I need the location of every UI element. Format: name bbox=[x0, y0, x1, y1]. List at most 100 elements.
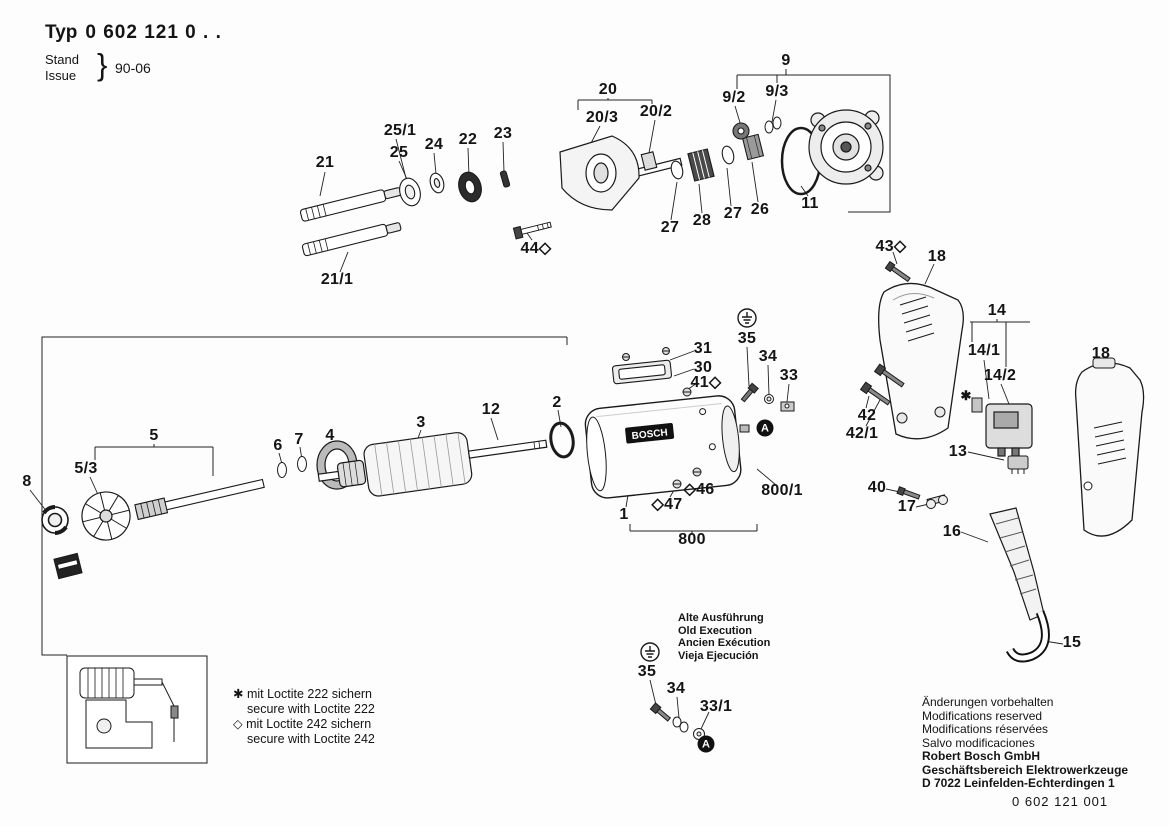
old-execution-line: Vieja Ejecución bbox=[678, 649, 759, 662]
part-label-12: 12 bbox=[481, 401, 501, 418]
part-bearing-8 bbox=[41, 504, 69, 536]
stand-issue-block: Stand Issue bbox=[45, 52, 79, 84]
part-label-800: 800 bbox=[678, 531, 706, 548]
part-label-20-2: 20/2 bbox=[639, 103, 673, 120]
part-gear-28 bbox=[687, 148, 715, 182]
part-switch-14-2 bbox=[985, 403, 1033, 457]
part-label-21-1: 21/1 bbox=[320, 271, 354, 288]
loctite-star-marker: ✱ bbox=[960, 388, 972, 403]
circled-a-marker-2: A bbox=[697, 735, 715, 753]
part-washer-27a bbox=[670, 160, 684, 180]
part-screw-46 bbox=[692, 467, 702, 477]
type-number: 0 602 121 0 . . bbox=[85, 22, 222, 43]
legal-block: Änderungen vorbehalten Modifications res… bbox=[922, 695, 1129, 791]
part-washer-6 bbox=[277, 462, 287, 478]
part-spindle-21 bbox=[299, 187, 402, 222]
part-label-27b: 27 bbox=[723, 205, 743, 222]
part-bearing-flange-9 bbox=[808, 109, 884, 185]
part-label-3: 3 bbox=[416, 414, 426, 431]
part-screw-41 bbox=[682, 387, 692, 397]
part-plate-below-8 bbox=[53, 552, 83, 580]
part-terminal-a bbox=[739, 424, 750, 433]
part-label-47: ◇47 bbox=[651, 496, 683, 513]
part-screw-42-1 bbox=[873, 363, 905, 388]
part-spindle-21-1 bbox=[301, 222, 402, 257]
part-grommet-16 bbox=[989, 507, 1045, 621]
part-pin-23 bbox=[499, 170, 511, 188]
part-housing-shell-18b bbox=[1074, 357, 1145, 537]
bracket-lines bbox=[41, 69, 1030, 656]
circled-a-marker-1: A bbox=[756, 419, 774, 437]
inset-diagram bbox=[66, 655, 208, 764]
part-motor-housing-1: BOSCH bbox=[584, 395, 742, 499]
part-washer-7 bbox=[297, 456, 307, 472]
part-label-23: 23 bbox=[493, 125, 513, 142]
part-label-5-3: 5/3 bbox=[74, 460, 98, 477]
part-label-42-1: 42/1 bbox=[845, 425, 879, 442]
part-label-4: 4 bbox=[325, 427, 335, 444]
part-bearing-22 bbox=[458, 171, 482, 203]
part-label-41: 41◇ bbox=[690, 374, 722, 391]
part-screw-35b bbox=[649, 702, 672, 722]
part-slider-14-1 bbox=[971, 397, 983, 413]
part-label-20-3: 20/3 bbox=[585, 109, 619, 126]
part-label-7: 7 bbox=[294, 431, 304, 448]
part-connector-13 bbox=[1007, 455, 1029, 474]
part-label-31: 31 bbox=[693, 340, 713, 357]
part-label-33-1: 33/1 bbox=[699, 698, 733, 715]
part-label-26: 26 bbox=[750, 201, 770, 218]
part-label-14-2: 14/2 bbox=[983, 367, 1017, 384]
old-execution-line: Ancien Exécution bbox=[678, 637, 771, 649]
part-label-13: 13 bbox=[948, 443, 968, 460]
old-execution-note: Alte Ausführung Old Execution Ancien Exé… bbox=[678, 612, 770, 662]
modifications-line: Änderungen vorbehalten bbox=[922, 695, 1054, 709]
part-label-16: 16 bbox=[942, 523, 962, 540]
part-label-9-2: 9/2 bbox=[722, 89, 746, 106]
part-gear-9-2 bbox=[732, 122, 750, 140]
part-label-35a: 35 bbox=[737, 330, 757, 347]
loctite-legend: ✱ mit Loctite 222 sichern secure with Lo… bbox=[233, 687, 375, 747]
modifications-line: Modifications reserved bbox=[922, 708, 1043, 723]
loctite-222-line-en: secure with Loctite 222 bbox=[247, 702, 375, 716]
part-label-20: 20 bbox=[598, 81, 618, 98]
part-label-25: 25 bbox=[389, 144, 409, 161]
part-label-25-1: 25/1 bbox=[383, 122, 417, 139]
part-label-24: 24 bbox=[424, 136, 444, 153]
part-label-5: 5 bbox=[149, 427, 159, 444]
part-washer-24 bbox=[429, 172, 445, 194]
part-fan-5-3 bbox=[81, 491, 131, 541]
part-label-11: 11 bbox=[801, 195, 819, 212]
part-cable-15 bbox=[1005, 610, 1050, 663]
part-ring-2 bbox=[549, 421, 575, 459]
part-screw-44 bbox=[512, 221, 552, 240]
part-label-44: 44◇ bbox=[520, 240, 552, 257]
modifications-line: Salvo modificaciones bbox=[922, 735, 1035, 750]
part-label-28: 28 bbox=[692, 212, 712, 229]
part-screws-31 bbox=[622, 347, 670, 361]
part-screw-43 bbox=[884, 260, 911, 283]
part-label-14-1: 14/1 bbox=[967, 342, 1001, 359]
part-label-18b: 18 bbox=[1091, 345, 1111, 362]
part-label-6: 6 bbox=[273, 437, 283, 454]
part-label-1: 1 bbox=[619, 506, 629, 523]
part-screw-47 bbox=[672, 479, 682, 489]
part-label-46: ◇46 bbox=[683, 481, 715, 498]
ground-symbol-bottom bbox=[640, 642, 660, 662]
part-label-43: 43◇ bbox=[875, 238, 907, 255]
part-clamp-17 bbox=[926, 494, 948, 509]
company-line: Geschäftsbereich Elektrowerkzeuge bbox=[922, 762, 1129, 777]
part-coupling-26 bbox=[741, 133, 765, 161]
part-label-33: 33 bbox=[779, 367, 799, 384]
part-housing-shell-18a bbox=[878, 282, 964, 440]
part-label-35b: 35 bbox=[637, 663, 657, 680]
part-screw-35a bbox=[740, 382, 759, 403]
company-line: Robert Bosch GmbH bbox=[922, 749, 1041, 763]
bosch-logo-text: BOSCH bbox=[631, 427, 668, 442]
part-screw-40 bbox=[896, 486, 921, 500]
part-screw-42 bbox=[859, 381, 891, 406]
part-label-2: 2 bbox=[552, 394, 562, 411]
part-shaft-pinion-5 bbox=[134, 478, 265, 521]
part-label-15: 15 bbox=[1062, 634, 1082, 651]
